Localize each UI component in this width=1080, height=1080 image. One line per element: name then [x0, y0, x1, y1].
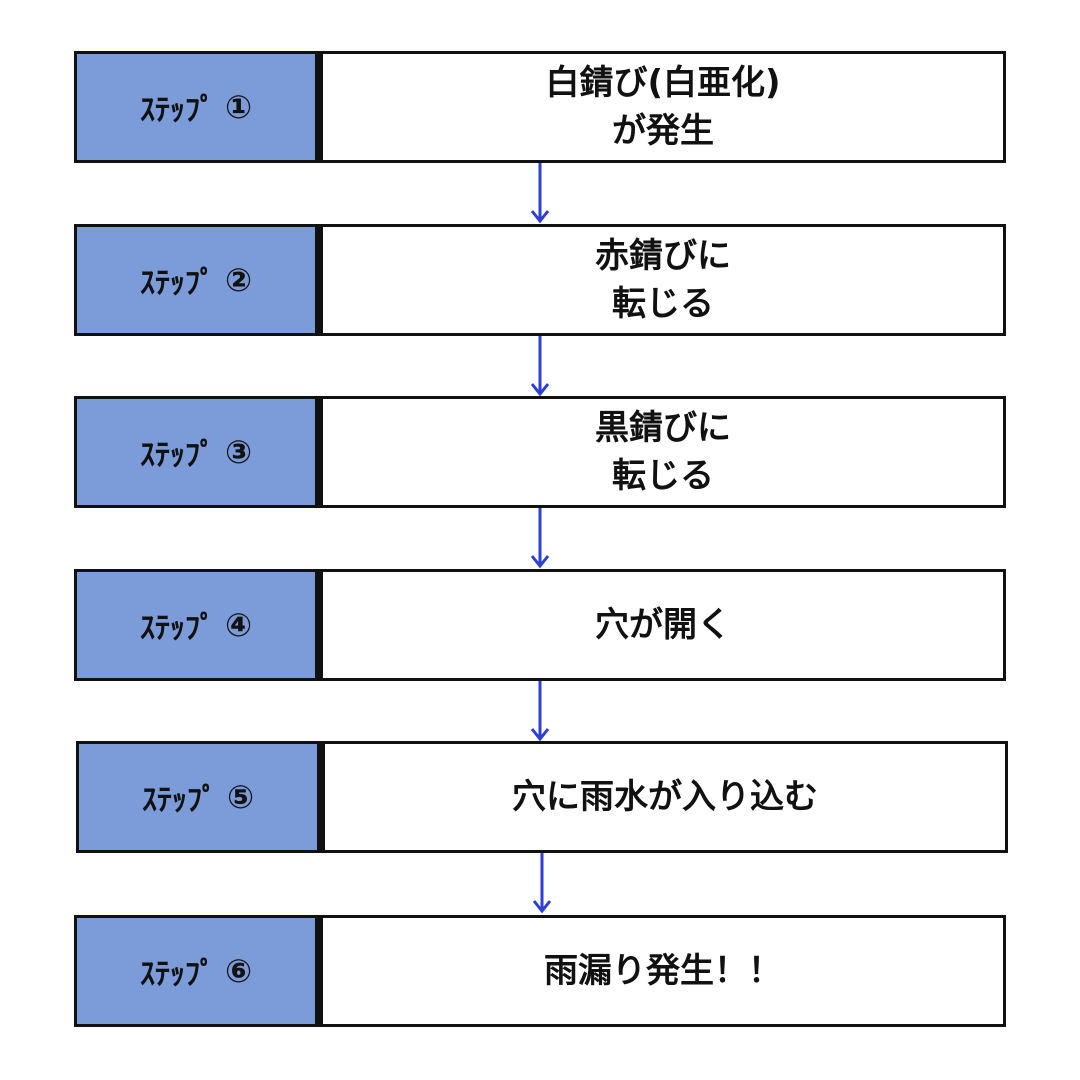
- step-5-label: ｽﾃｯﾌﾟ: [141, 783, 217, 818]
- step-3: ｽﾃｯﾌﾟ ③ 黒錆びに 転じる: [74, 396, 1006, 508]
- step-4-label: ｽﾃｯﾌﾟ: [139, 611, 215, 646]
- step-1-description: 白錆び(白亜化) が発生: [318, 51, 1006, 163]
- step-5-label-box: ｽﾃｯﾌﾟ ⑤: [76, 741, 320, 853]
- step-5-number: ⑤: [226, 778, 255, 816]
- step-5: ｽﾃｯﾌﾟ ⑤ 穴に雨水が入り込む: [76, 741, 1008, 853]
- step-3-description: 黒錆びに 転じる: [318, 396, 1006, 508]
- step-4-number: ④: [224, 606, 253, 644]
- step-2: ｽﾃｯﾌﾟ ② 赤錆びに 転じる: [74, 224, 1006, 336]
- step-1: ｽﾃｯﾌﾟ ① 白錆び(白亜化) が発生: [74, 51, 1006, 163]
- step-2-description: 赤錆びに 転じる: [318, 224, 1006, 336]
- step-2-label-box: ｽﾃｯﾌﾟ ②: [74, 224, 318, 336]
- step-2-label: ｽﾃｯﾌﾟ: [139, 266, 215, 301]
- step-6: ｽﾃｯﾌﾟ ⑥ 雨漏り発生！！: [74, 915, 1006, 1027]
- step-6-number: ⑥: [224, 952, 253, 990]
- step-6-label-box: ｽﾃｯﾌﾟ ⑥: [74, 915, 318, 1027]
- step-1-label: ｽﾃｯﾌﾟ: [139, 93, 215, 128]
- step-6-label: ｽﾃｯﾌﾟ: [139, 957, 215, 992]
- step-1-number: ①: [224, 88, 253, 126]
- step-4-description: 穴が開く: [318, 569, 1006, 681]
- step-3-label: ｽﾃｯﾌﾟ: [139, 438, 215, 473]
- arrow-2-to-3: [530, 336, 550, 398]
- step-1-label-box: ｽﾃｯﾌﾟ ①: [74, 51, 318, 163]
- step-4: ｽﾃｯﾌﾟ ④ 穴が開く: [74, 569, 1006, 681]
- arrow-5-to-6: [532, 853, 552, 915]
- step-4-label-box: ｽﾃｯﾌﾟ ④: [74, 569, 318, 681]
- step-3-label-box: ｽﾃｯﾌﾟ ③: [74, 396, 318, 508]
- step-2-number: ②: [224, 261, 253, 299]
- arrow-3-to-4: [530, 508, 550, 570]
- step-3-number: ③: [224, 433, 253, 471]
- arrow-4-to-5: [530, 681, 550, 743]
- arrow-1-to-2: [530, 163, 550, 225]
- step-5-description: 穴に雨水が入り込む: [320, 741, 1008, 853]
- step-6-description: 雨漏り発生！！: [318, 915, 1006, 1027]
